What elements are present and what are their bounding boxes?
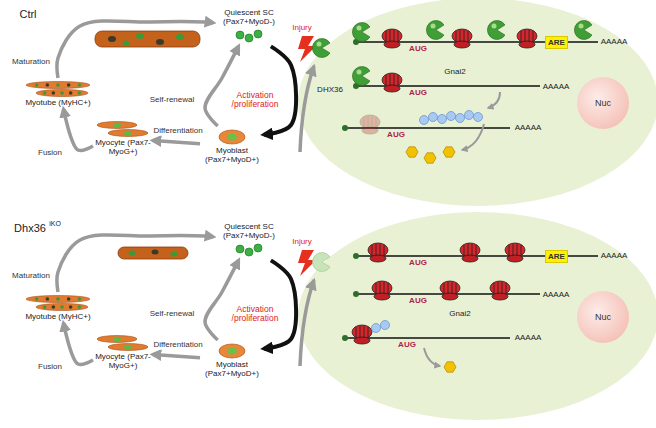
edge-label: Self-renewal	[149, 96, 195, 105]
self-renewal-arrow	[205, 260, 238, 340]
polya-label: AAAAA	[515, 124, 542, 133]
nucleus-circle: Nuc	[577, 77, 629, 129]
edge-label: Fusion	[37, 363, 63, 372]
edge-label: Differentiation	[152, 127, 203, 136]
satellite-cell: Quiescent SC (Pax7+MyoD-)	[215, 8, 283, 44]
node-label: Myotube (MyHC+)	[22, 98, 94, 107]
panel-title: Dhx36	[14, 222, 46, 234]
edge-label: Activation /proliferation	[225, 91, 285, 110]
node-label: Quiescent SC (Pax7+MyoD-)	[215, 222, 283, 240]
edge-label: Activation /proliferation	[225, 305, 285, 324]
codon-label: AUG	[387, 131, 405, 140]
polya-label: AAAAA	[543, 291, 570, 300]
edge-label: Differentiation	[152, 341, 203, 350]
myoblast-cell-icon	[202, 342, 262, 360]
myocyte-cell: Myocyte (Pax7-MyoG+)	[95, 120, 151, 156]
satellite-cell-icon	[215, 26, 283, 44]
node-label: ARE	[548, 252, 565, 261]
edge-label: Maturation	[11, 58, 51, 67]
maturation-arrow	[57, 21, 213, 78]
myocyte-cell: Myocyte (Pax7-MyoG+)	[95, 334, 151, 370]
edge-label: Self-renewal	[149, 310, 195, 319]
myotube-cell: Myotube (MyHC+)	[22, 294, 94, 321]
myocyte-cell-icon	[95, 120, 151, 138]
gene-label: Gnai2	[449, 310, 470, 319]
codon-label: AUG	[409, 89, 427, 98]
protein-label: DHX36	[317, 86, 343, 95]
node-label: Myoblast (Pax7+MyoD+)	[202, 146, 262, 164]
polya-label: AAAAA	[601, 38, 628, 47]
differentiation-arrow	[153, 140, 200, 143]
nucleus-circle: Nuc	[577, 291, 629, 343]
satellite-cell: Quiescent SC (Pax7+MyoD-)	[215, 222, 283, 258]
node-label: Nuc	[595, 312, 611, 322]
myotube-cell-icon	[22, 294, 94, 312]
myoblast-cell: Myoblast (Pax7+MyoD+)	[202, 128, 262, 164]
event-label: Injury	[292, 24, 312, 33]
node-label: Myocyte (Pax7-MyoG+)	[95, 352, 151, 370]
differentiation-arrow	[153, 354, 200, 357]
event-label: Injury	[292, 238, 312, 247]
satellite-cell-icon	[215, 240, 283, 258]
node-label: Myotube (MyHC+)	[22, 312, 94, 321]
are-element: ARE	[545, 36, 568, 49]
codon-label: AUG	[409, 297, 427, 306]
node-label: Nuc	[595, 98, 611, 108]
fusion-arrow	[64, 323, 93, 364]
polya-label: AAAAA	[515, 334, 542, 343]
myotube-cell: Myotube (MyHC+)	[22, 80, 94, 107]
polya-label: AAAAA	[601, 252, 628, 261]
polya-label: AAAAA	[543, 83, 570, 92]
edge-label: Fusion	[37, 149, 63, 158]
myotube-cell-icon	[22, 80, 94, 98]
panel-title-superscript: iKO	[49, 220, 61, 228]
panel-title: Ctrl	[19, 8, 36, 20]
self-renewal-arrow	[205, 46, 238, 126]
myoblast-cell-icon	[202, 128, 262, 146]
are-element: ARE	[545, 250, 568, 263]
gene-label: Gnai2	[444, 68, 465, 77]
edge-label: Maturation	[11, 272, 51, 281]
maturation-arrow	[57, 235, 213, 292]
fusion-arrow	[64, 109, 93, 150]
myocyte-cell-icon	[95, 334, 151, 352]
node-label: Myocyte (Pax7-MyoG+)	[95, 138, 151, 156]
node-label: ARE	[548, 38, 565, 47]
codon-label: AUG	[398, 341, 416, 350]
node-label: Quiescent SC (Pax7+MyoD-)	[215, 8, 283, 26]
myoblast-cell: Myoblast (Pax7+MyoD+)	[202, 342, 262, 378]
node-label: Myoblast (Pax7+MyoD+)	[202, 360, 262, 378]
codon-label: AUG	[409, 45, 427, 54]
codon-label: AUG	[409, 259, 427, 268]
